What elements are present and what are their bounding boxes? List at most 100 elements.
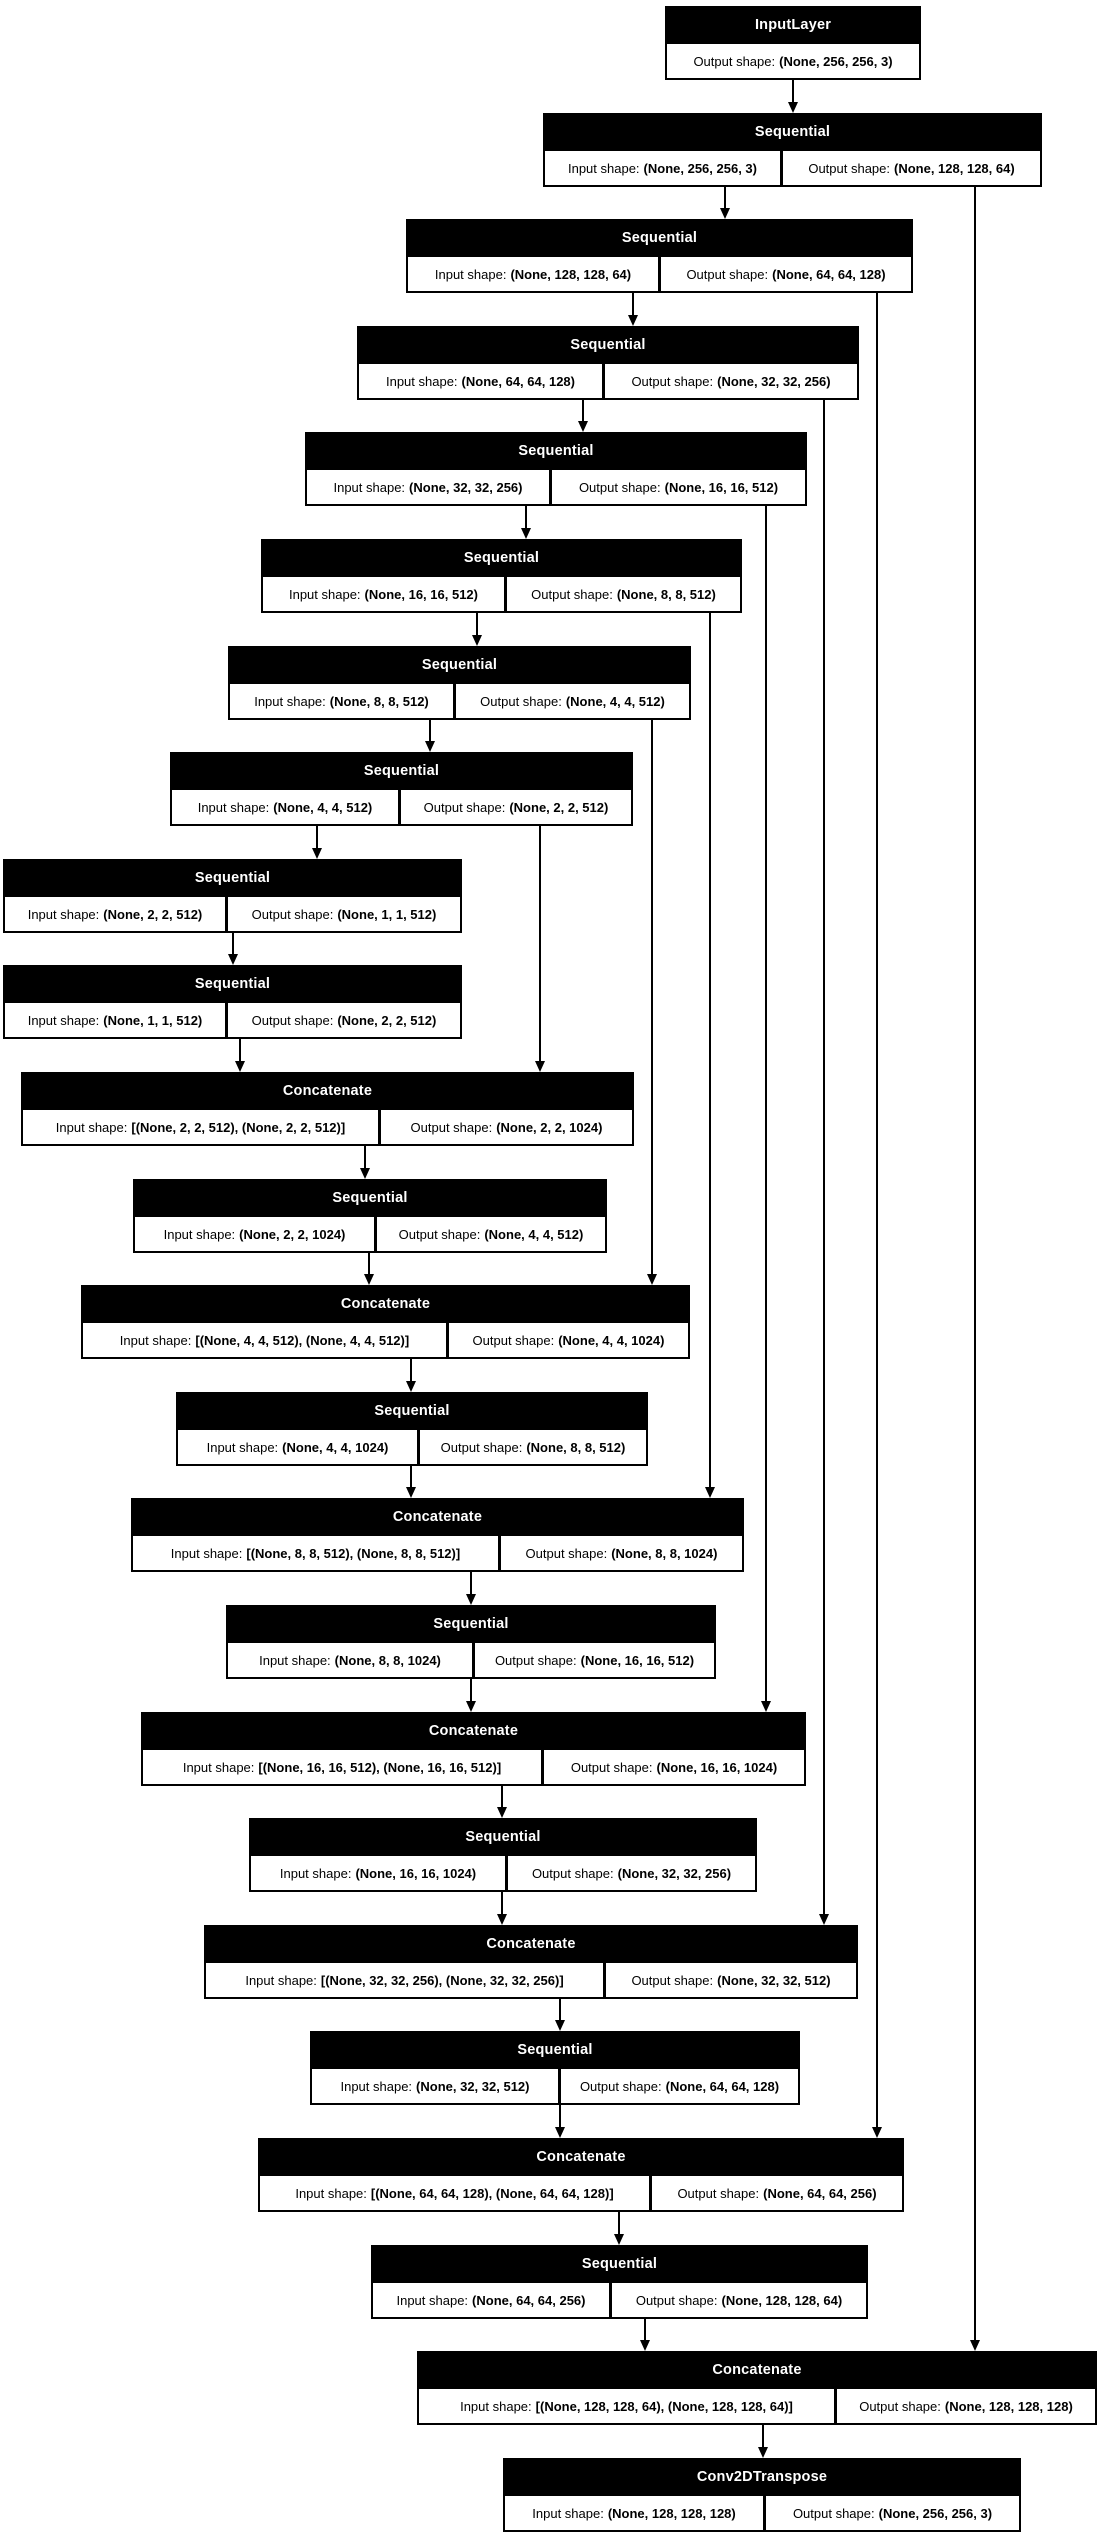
- shape-value-label: [(None, 16, 16, 512), (None, 16, 16, 512…: [258, 1759, 502, 1775]
- layer-shapes-row: Input shape: (None, 2, 2, 1024) Output s…: [135, 1217, 605, 1251]
- edge-connector: [792, 80, 794, 104]
- input-shape-cell: Input shape: (None, 32, 32, 512): [312, 2069, 558, 2103]
- shape-prefix-label: Input shape:: [333, 479, 406, 495]
- layer-node-16-sequential: Sequential Input shape: (None, 8, 8, 102…: [226, 1605, 716, 1679]
- input-shape-cell: Input shape: [(None, 8, 8, 512), (None, …: [133, 1536, 498, 1570]
- arrowhead-icon: [360, 1168, 370, 1179]
- arrowhead-icon: [720, 208, 730, 219]
- shape-prefix-label: Input shape:: [170, 1545, 243, 1561]
- arrowhead-icon: [228, 954, 238, 965]
- output-shape-cell: Output shape: (None, 8, 8, 512): [420, 1430, 646, 1464]
- shape-prefix-label: Input shape:: [55, 1119, 128, 1135]
- edge-connector: [239, 1039, 241, 1063]
- layer-shapes-row: Input shape: (None, 32, 32, 256) Output …: [307, 470, 805, 504]
- shape-prefix-label: Output shape:: [410, 1119, 493, 1135]
- layer-shapes-row: Input shape: [(None, 128, 128, 64), (Non…: [419, 2389, 1095, 2423]
- input-shape-cell: Input shape: (None, 2, 2, 1024): [135, 1217, 374, 1251]
- layer-type-label: Sequential: [465, 1829, 541, 1845]
- layer-node-24-conv2dtranspose: Conv2DTranspose Input shape: (None, 128,…: [503, 2458, 1021, 2532]
- shape-value-label: (None, 4, 4, 512): [565, 693, 665, 709]
- layer-type-label: Sequential: [518, 443, 594, 459]
- input-shape-cell: Input shape: [(None, 32, 32, 256), (None…: [206, 1963, 603, 1997]
- shape-value-label: [(None, 128, 128, 64), (None, 128, 128, …: [535, 2398, 793, 2414]
- edge-connector: [470, 1572, 472, 1596]
- layer-type-label: Sequential: [194, 870, 271, 886]
- layer-type-label: Sequential: [463, 550, 540, 566]
- edge-connector: [709, 613, 711, 1489]
- shape-value-label: (None, 8, 8, 1024): [611, 1545, 718, 1561]
- shape-prefix-label: Output shape:: [686, 266, 769, 282]
- shape-prefix-label: Input shape:: [163, 1226, 236, 1242]
- shape-value-label: (None, 32, 32, 256): [409, 479, 523, 495]
- shape-value-label: (None, 8, 8, 512): [329, 693, 429, 709]
- shape-value-label: (None, 2, 2, 1024): [496, 1119, 603, 1135]
- edge-connector: [501, 1786, 503, 1809]
- shape-value-label: (None, 128, 128, 64): [721, 2292, 843, 2308]
- shape-value-label: (None, 4, 4, 1024): [282, 1439, 389, 1455]
- input-shape-cell: Input shape: (None, 2, 2, 512): [5, 897, 225, 931]
- layer-shapes-row: Input shape: (None, 128, 128, 128) Outpu…: [505, 2496, 1019, 2530]
- layer-node-14-sequential: Sequential Input shape: (None, 4, 4, 102…: [176, 1392, 648, 1466]
- output-shape-cell: Output shape: (None, 64, 64, 256): [652, 2176, 902, 2210]
- arrowhead-icon: [788, 102, 798, 113]
- output-shape-cell: Output shape: (None, 2, 2, 512): [228, 1003, 460, 1037]
- input-shape-cell: Input shape: (None, 8, 8, 1024): [228, 1643, 472, 1677]
- arrowhead-icon: [555, 2127, 565, 2138]
- layer-type-label: Concatenate: [392, 1509, 483, 1525]
- shape-value-label: (None, 64, 64, 256): [472, 2292, 586, 2308]
- shape-prefix-label: Input shape:: [119, 1332, 192, 1348]
- edge-connector: [651, 720, 653, 1276]
- shape-value-label: (None, 128, 128, 128): [944, 2398, 1073, 2414]
- output-shape-cell: Output shape: (None, 32, 32, 256): [605, 364, 857, 398]
- output-shape-cell: Output shape: (None, 256, 256, 3): [766, 2496, 1019, 2530]
- layer-node-4-sequential: Sequential Input shape: (None, 64, 64, 1…: [357, 326, 859, 400]
- shape-prefix-label: Input shape:: [197, 799, 270, 815]
- arrowhead-icon: [425, 741, 435, 752]
- layer-shapes-row: Input shape: (None, 16, 16, 512) Output …: [263, 577, 740, 611]
- layer-shapes-row: Input shape: [(None, 2, 2, 512), (None, …: [23, 1110, 632, 1144]
- layer-node-2-sequential: Sequential Input shape: (None, 256, 256,…: [543, 113, 1042, 187]
- shape-value-label: (None, 32, 32, 256): [617, 1865, 732, 1881]
- shape-value-label: (None, 64, 64, 256): [763, 2185, 877, 2201]
- layer-type-label: Concatenate: [536, 2149, 626, 2165]
- layer-type-label: Concatenate: [712, 2362, 802, 2378]
- shape-value-label: (None, 128, 128, 64): [510, 266, 632, 282]
- shape-prefix-label: Input shape:: [385, 373, 458, 389]
- shape-prefix-label: Output shape:: [859, 2398, 941, 2414]
- layer-shapes-row: Input shape: (None, 4, 4, 1024) Output s…: [178, 1430, 646, 1464]
- layer-shapes-row: Input shape: (None, 4, 4, 512) Output sh…: [172, 790, 631, 824]
- layer-type-label: InputLayer: [754, 17, 832, 33]
- layer-type-label: Concatenate: [282, 1083, 373, 1099]
- layer-type-label: Sequential: [332, 1190, 408, 1206]
- output-shape-cell: Output shape: (None, 8, 8, 1024): [501, 1536, 742, 1570]
- shape-prefix-label: Output shape:: [635, 2292, 718, 2308]
- shape-value-label: (None, 64, 64, 128): [461, 373, 575, 389]
- shape-value-label: (None, 8, 8, 1024): [334, 1652, 441, 1668]
- shape-prefix-label: Output shape:: [531, 586, 613, 602]
- edge-connector: [429, 720, 431, 743]
- arrowhead-icon: [235, 1061, 245, 1072]
- layer-shapes-row: Input shape: (None, 8, 8, 1024) Output s…: [228, 1643, 714, 1677]
- arrowhead-icon: [555, 2020, 565, 2031]
- shape-prefix-label: Input shape:: [532, 2505, 604, 2521]
- layer-shapes-row: Input shape: (None, 16, 16, 1024) Output…: [251, 1856, 755, 1890]
- layer-shapes-row: Input shape: [(None, 16, 16, 512), (None…: [143, 1750, 804, 1784]
- edge-connector: [501, 1892, 503, 1916]
- output-shape-cell: Output shape: (None, 128, 128, 64): [612, 2283, 866, 2317]
- edge-connector: [559, 1999, 561, 2022]
- layer-type-label: Sequential: [363, 763, 440, 779]
- shape-prefix-label: Input shape:: [206, 1439, 279, 1455]
- output-shape-cell: Output shape: (None, 8, 8, 512): [507, 577, 740, 611]
- input-shape-cell: Input shape: (None, 8, 8, 512): [230, 684, 453, 718]
- shape-value-label: (None, 8, 8, 512): [616, 586, 716, 602]
- output-shape-cell: Output shape: (None, 2, 2, 512): [401, 790, 631, 824]
- output-shape-cell: Output shape: (None, 64, 64, 128): [561, 2069, 798, 2103]
- arrowhead-icon: [364, 1274, 374, 1285]
- shape-value-label: (None, 2, 2, 512): [103, 906, 203, 922]
- output-shape-cell: Output shape: (None, 128, 128, 128): [837, 2389, 1095, 2423]
- shape-prefix-label: Input shape:: [27, 1012, 100, 1028]
- input-shape-cell: Input shape: (None, 256, 256, 3): [545, 151, 780, 185]
- edge-connector: [974, 187, 976, 2342]
- shape-prefix-label: Output shape:: [423, 799, 506, 815]
